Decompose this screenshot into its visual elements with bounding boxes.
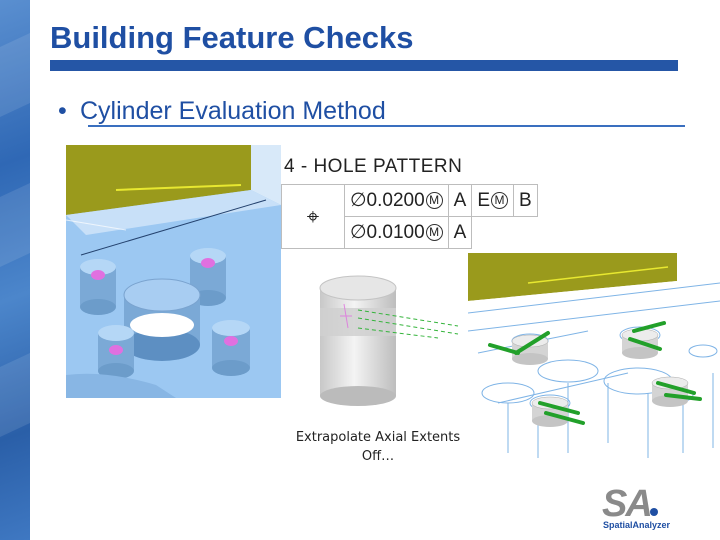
bullet-item: • Cylinder Evaluation Method	[58, 97, 386, 126]
max-material-condition-icon: M	[425, 192, 443, 210]
caption-line: Off…	[361, 449, 395, 464]
part-render-right	[468, 253, 720, 460]
bullet-marker: •	[58, 97, 67, 125]
pin-hole	[212, 320, 250, 376]
bullet-underline	[88, 125, 685, 127]
max-material-condition-icon: M	[491, 191, 509, 209]
fcf-datum-cell: A	[447, 184, 473, 217]
datum-label: B	[519, 189, 532, 211]
fcf-title: 4 - HOLE PATTERN	[284, 156, 463, 177]
tolerance-value: ∅0.0100	[350, 222, 425, 243]
pin-hole	[98, 325, 134, 379]
strip-facet	[0, 183, 30, 267]
bullet-text: Cylinder Evaluation Method	[80, 97, 386, 125]
side-accent-strip	[0, 0, 30, 540]
caption-line: Extrapolate Axial Extents	[295, 430, 461, 445]
fcf-datum-cell: A	[447, 216, 473, 249]
strip-facet	[0, 353, 30, 437]
fcf-empty-cell	[514, 217, 538, 249]
datum-label: A	[453, 221, 467, 243]
part-render-left	[66, 145, 281, 398]
strip-facet	[0, 33, 30, 117]
datum-label: E	[477, 189, 491, 211]
center-bore	[123, 278, 201, 361]
render-caption: Extrapolate Axial Extents Off…	[278, 428, 478, 466]
slide-title: Building Feature Checks	[50, 20, 414, 55]
max-material-condition-icon: M	[425, 224, 443, 242]
svg-text:SpatialAnalyzer: SpatialAnalyzer	[603, 520, 671, 530]
datum-label: A	[453, 189, 467, 211]
svg-text:SA: SA	[602, 483, 651, 525]
cylinder-render	[319, 275, 459, 406]
position-tolerance-icon: ⌖	[281, 184, 345, 249]
title-underline-bar	[50, 60, 678, 71]
tolerance-value: ∅0.0200	[350, 190, 425, 211]
measured-hole	[531, 396, 569, 427]
fcf-datum-cell: B	[513, 184, 538, 217]
pin-hole	[80, 259, 116, 315]
fcf-empty-cell	[472, 217, 514, 249]
spatialanalyzer-logo: SA SpatialAnalyzer	[602, 483, 671, 530]
